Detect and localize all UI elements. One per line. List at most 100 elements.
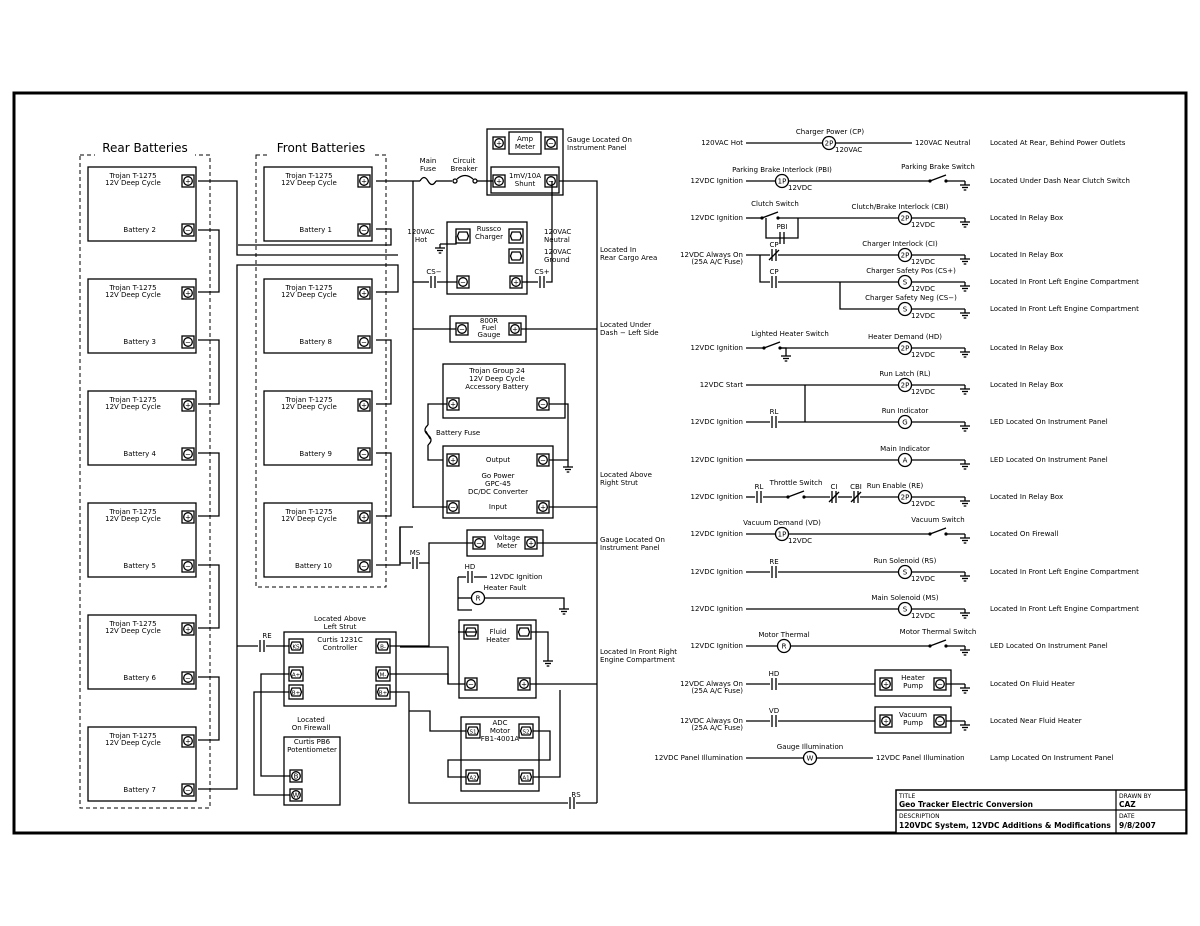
pot-b-symbol: B — [294, 773, 299, 781]
front-battery-1-neg-terminal — [359, 225, 369, 235]
fuel-gauge-pos-symbol: + — [512, 326, 518, 334]
rear-battery-2-label: Battery 3 — [123, 338, 156, 346]
breaker-pole — [452, 178, 458, 184]
pot-note: On Firewall — [292, 724, 331, 732]
drawing-title: Geo Tracker Electric Conversion — [899, 800, 1033, 809]
rung-gauge-illumination-note: Lamp Located On Instrument Panel — [990, 754, 1113, 762]
cs-neg-coil-label: S — [903, 306, 908, 314]
rs-title: Run Solenoid (RS) — [874, 557, 937, 565]
rear-battery-4-pos-terminal — [183, 512, 193, 522]
front-battery-2-neg-terminal — [359, 337, 369, 347]
re-coil-rating: 12VDC — [911, 500, 935, 508]
rear-battery-2-pos-terminal — [183, 288, 193, 298]
charger-neutral-terminal — [509, 231, 523, 241]
rear-battery-5-neg-terminal-symbol: − — [185, 675, 191, 683]
rear-cargo-note: Located In — [600, 246, 636, 254]
circuit-breaker-label: Circuit — [453, 157, 476, 165]
shunt-neg — [546, 176, 556, 186]
cbi-contact-slash — [850, 491, 862, 503]
rear-battery-5-type: 12V Deep Cycle — [105, 627, 161, 635]
wire — [531, 631, 549, 657]
breaker-pole — [472, 178, 478, 184]
rung-motor-thermal-title: Motor Thermal — [758, 631, 809, 639]
rung-parking-brake-interlock-note: Located Under Dash Near Clutch Switch — [990, 177, 1130, 185]
rung-motor-thermal-switch — [929, 639, 947, 647]
voltage-note: Instrument Panel — [600, 544, 660, 552]
rung-heater-pump-pump-pos — [881, 679, 891, 689]
rear-battery-3-pos-terminal-symbol: + — [185, 402, 191, 410]
throttle-switch-contact — [802, 495, 806, 499]
drawn-by: CAZ — [1119, 800, 1136, 809]
rung-run-enable-note: Located In Relay Box — [990, 493, 1063, 501]
rung-parking-brake-interlock-coil-rating: 12VDC — [788, 184, 812, 192]
ms-coil-rating: 12VDC — [911, 612, 935, 620]
ci-contact-slash — [828, 491, 840, 503]
charger-neg-symbol: − — [460, 279, 466, 287]
engine-note: Engine Compartment — [600, 656, 675, 664]
voltage-note: Gauge Located On — [600, 536, 665, 544]
converter-output-pos — [448, 455, 458, 465]
rl-contact-label: RL — [770, 408, 779, 416]
rear-battery-2-neg-terminal-symbol: − — [185, 339, 191, 347]
lighted-heater-switch-contact — [778, 346, 782, 350]
rung-run-indicator-note: LED Located On Instrument Panel — [990, 418, 1108, 426]
accessory-battery-label: 12V Deep Cycle — [469, 375, 525, 383]
front-battery-3-case — [263, 390, 373, 466]
wire — [427, 445, 447, 461]
throttle-switch — [787, 490, 805, 498]
controller-b-minus-label: B- — [380, 644, 386, 650]
front-battery-2-pos-terminal — [359, 288, 369, 298]
gauge-illumination-title: Gauge Illumination — [777, 743, 843, 751]
sheet-border — [12, 91, 1188, 835]
cbi-coil-label: 2P — [901, 215, 910, 223]
front-battery-1-neg-terminal-symbol: − — [361, 227, 367, 235]
controller-m-minus-label: M- — [380, 672, 387, 678]
rear-cargo-note: Rear Cargo Area — [600, 254, 657, 262]
rung-main-solenoid-note: Located In Front Left Engine Compartment — [990, 605, 1139, 613]
rung-gauge-illumination-return: 12VDC Panel Illumination — [876, 754, 965, 762]
ci-coil-rating: 12VDC — [911, 258, 935, 266]
rear-battery-2-case — [87, 278, 197, 354]
converter-name: GPC-45 — [485, 480, 511, 488]
title-block: TITLE Geo Tracker Electric Conversion DR… — [895, 789, 1187, 834]
cp-contact-nc-slash — [768, 249, 780, 261]
rung-main-indicator-note: LED Located On Instrument Panel — [990, 456, 1108, 464]
main-fuse-label: Main — [420, 157, 437, 165]
rl-title: Run Latch (RL) — [879, 370, 931, 378]
front-batteries-heading: Front Batteries — [277, 141, 365, 155]
battery-wires — [198, 180, 414, 790]
rung-motor-thermal-coil-label: R — [782, 643, 787, 651]
pot-b — [291, 771, 301, 781]
rl-coil-rating: 12VDC — [911, 388, 935, 396]
rung-heater-pump-source: 12VDC Always On — [680, 680, 743, 688]
wire — [409, 710, 466, 732]
rear-battery-3-neg-terminal — [183, 449, 193, 459]
rung-parking-brake-interlock-source: 12VDC Ignition — [691, 177, 744, 185]
rung-vacuum-pump-pump-label: Vacuum — [899, 711, 927, 719]
lighted-heater-switch — [763, 341, 781, 349]
motor-s1-label: S1 — [470, 729, 477, 735]
wire — [419, 542, 473, 564]
rear-battery-6-model: Trojan T-1275 — [108, 732, 156, 740]
rl-coil — [897, 377, 913, 393]
controller-b-plus — [376, 687, 390, 697]
clutch-switch — [761, 211, 779, 219]
fluid-heater-pos — [519, 679, 529, 689]
rung-vacuum-pump-note: Located Near Fluid Heater — [990, 717, 1082, 725]
cs-pos-title: Charger Safety Pos (CS+) — [866, 267, 956, 275]
main-indicator-title: Main Indicator — [880, 445, 930, 453]
rung-heater-pump-pump-label: Heater — [901, 674, 925, 682]
cs-minus-label: CS− — [426, 268, 441, 276]
gauge-illumination-lamp — [802, 750, 818, 766]
front-battery-1-type: 12V Deep Cycle — [281, 179, 337, 187]
rung-heater-pump-pump-pos-symbol: + — [883, 681, 889, 689]
rung-vacuum-pump-pump-label: Pump — [903, 719, 923, 727]
cbi-coil — [897, 210, 913, 226]
rear-battery-5-case — [87, 614, 197, 690]
